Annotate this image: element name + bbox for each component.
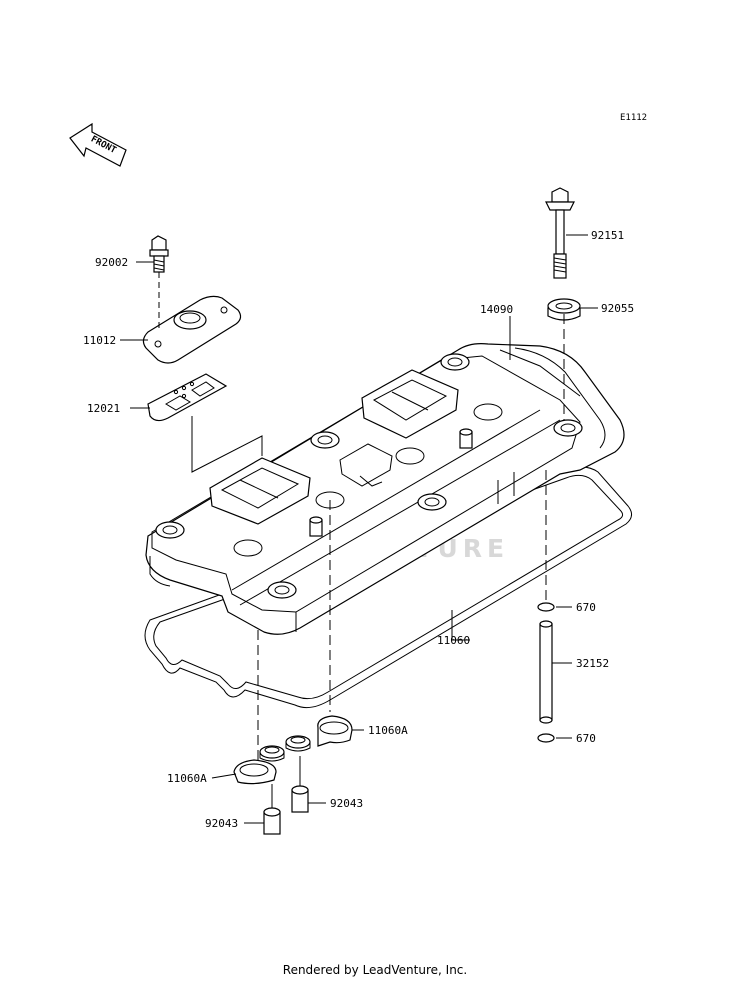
label-12021: 12021 <box>87 402 120 415</box>
label-670-bottom: 670 <box>576 732 596 745</box>
leader-lines <box>120 234 598 824</box>
label-11060A-right: 11060A <box>368 724 408 737</box>
label-92055: 92055 <box>601 302 634 315</box>
footer-credit: Rendered by LeadVenture, Inc. <box>282 963 468 977</box>
cylinder-head-cover-14090[interactable] <box>145 343 625 635</box>
label-11060A-left: 11060A <box>167 772 207 785</box>
label-670-top: 670 <box>576 601 596 614</box>
seal-11060A-left[interactable] <box>233 759 277 785</box>
plate-11012[interactable] <box>142 295 242 364</box>
label-14090: 14090 <box>480 303 513 316</box>
label-92151: 92151 <box>591 229 624 242</box>
pipe-32152[interactable] <box>539 620 553 724</box>
label-11012: 11012 <box>83 334 116 347</box>
dowel-92043-right[interactable] <box>291 785 309 813</box>
label-92002: 92002 <box>95 256 128 269</box>
label-92043-left: 92043 <box>205 817 238 830</box>
label-32152: 32152 <box>576 657 609 670</box>
dowel-92043-left[interactable] <box>263 807 281 835</box>
label-11060: 11060 <box>437 634 470 647</box>
seal-11060A-right[interactable] <box>317 715 353 747</box>
label-92043-right: 92043 <box>330 797 363 810</box>
gasket-11060[interactable] <box>144 466 632 709</box>
o-ring-670-bottom[interactable] <box>537 733 555 743</box>
bolt-92002[interactable] <box>149 235 169 273</box>
oil-seal-left[interactable] <box>259 745 285 762</box>
oil-seal-right[interactable] <box>285 735 311 752</box>
front-arrow-icon: FRONT <box>69 122 127 167</box>
assembly-lines <box>158 272 565 808</box>
diagram-code: E1112 <box>620 113 647 123</box>
bolt-92151[interactable] <box>545 187 575 279</box>
gasket-12021[interactable] <box>147 373 228 422</box>
o-ring-670-top[interactable] <box>537 602 555 612</box>
